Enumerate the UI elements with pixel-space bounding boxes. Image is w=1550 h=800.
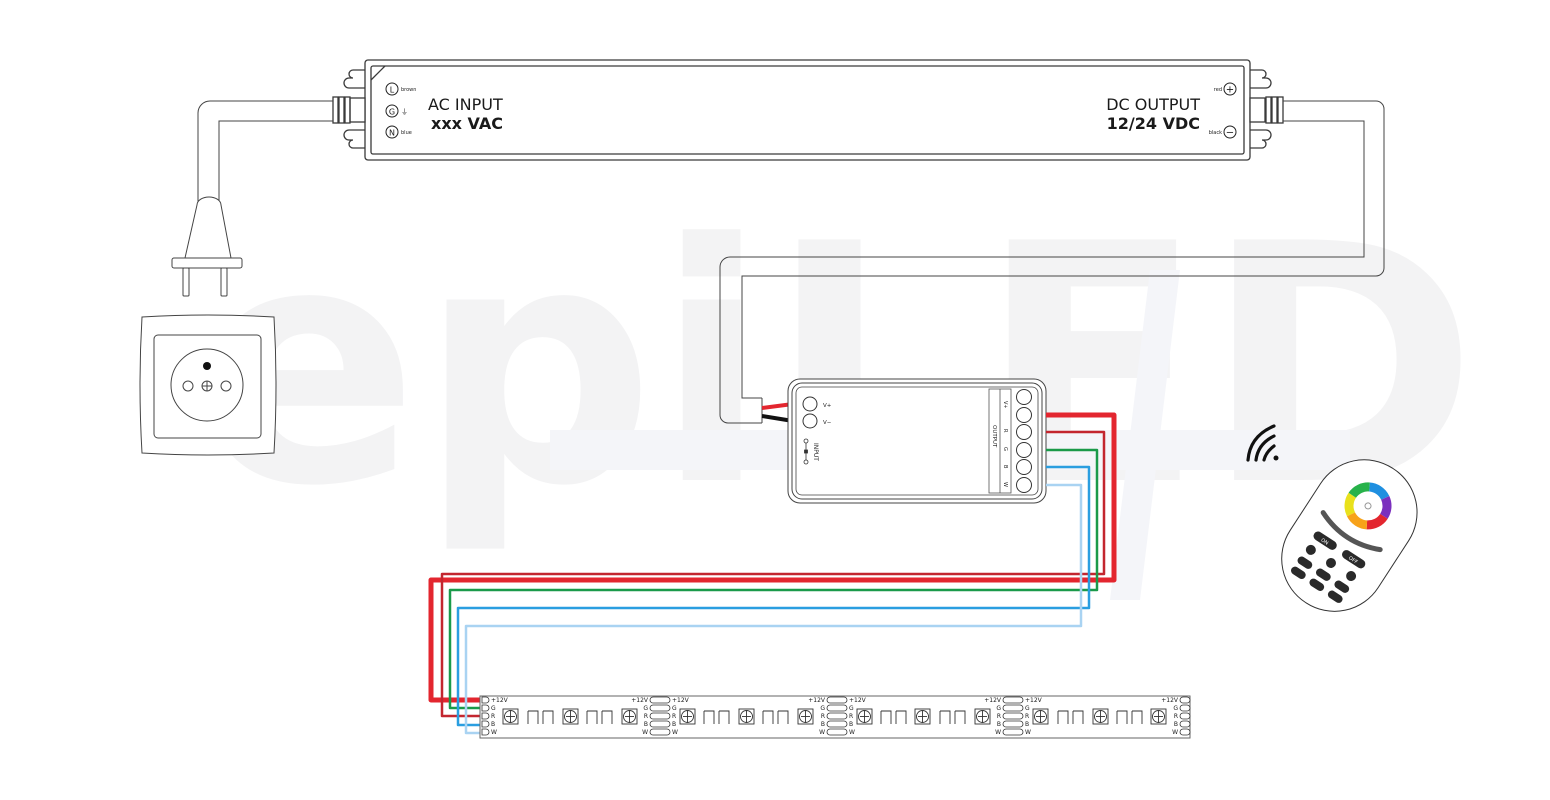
input-pin-vplus: V+ bbox=[823, 403, 832, 409]
svg-text:+12V: +12V bbox=[491, 697, 509, 704]
svg-text:+12V: +12V bbox=[1161, 697, 1179, 704]
svg-text:W: W bbox=[1172, 729, 1178, 736]
svg-text:red: red bbox=[1214, 87, 1222, 93]
terminal-ground: G ⏚ bbox=[385, 104, 408, 118]
svg-text:W: W bbox=[672, 729, 678, 736]
wire-white bbox=[464, 483, 1083, 735]
dc-output-title: DC OUTPUT bbox=[1106, 95, 1200, 114]
svg-text:R: R bbox=[1174, 713, 1178, 720]
rgbw-controller: V+ V− INPUT OUTPUT V+ R G B W bbox=[787, 378, 1047, 504]
wireless-signal-icon bbox=[1246, 424, 1279, 462]
plug bbox=[171, 196, 243, 297]
svg-text:black: black bbox=[1209, 130, 1222, 136]
svg-text:W: W bbox=[1002, 482, 1008, 487]
on-button[interactable] bbox=[1312, 530, 1339, 552]
svg-text:R: R bbox=[644, 713, 648, 720]
svg-text:brown: brown bbox=[401, 87, 416, 93]
input-label: INPUT bbox=[812, 443, 819, 461]
terminal-positive: red + bbox=[1214, 82, 1237, 96]
svg-text:+12V: +12V bbox=[631, 697, 649, 704]
svg-text:L: L bbox=[390, 86, 395, 95]
input-pin-vminus: V− bbox=[823, 420, 832, 426]
svg-text:B: B bbox=[997, 721, 1001, 728]
svg-text:R: R bbox=[1025, 713, 1029, 720]
svg-text:ON: ON bbox=[1319, 537, 1329, 546]
svg-text:+12V: +12V bbox=[672, 697, 690, 704]
svg-text:G: G bbox=[1002, 447, 1008, 451]
svg-text:G: G bbox=[849, 705, 854, 712]
svg-text:B: B bbox=[1025, 721, 1029, 728]
svg-text:G: G bbox=[996, 705, 1001, 712]
ac-input-title: AC INPUT bbox=[428, 95, 503, 114]
terminal-neutral: N blue bbox=[385, 125, 412, 139]
rf-remote: ON OFF bbox=[1281, 459, 1418, 612]
polarity-icon bbox=[803, 438, 809, 465]
svg-text:V+: V+ bbox=[1002, 401, 1008, 409]
svg-text:B: B bbox=[672, 721, 676, 728]
svg-text:N: N bbox=[389, 129, 395, 138]
ac-cable bbox=[197, 100, 333, 205]
plus-icon: + bbox=[1226, 85, 1234, 96]
svg-text:W: W bbox=[642, 729, 648, 736]
svg-text:G: G bbox=[1025, 705, 1030, 712]
wire-12v bbox=[428, 412, 1117, 703]
svg-text:W: W bbox=[849, 729, 855, 736]
color-wheel-icon bbox=[1344, 482, 1392, 530]
svg-text:G: G bbox=[820, 705, 825, 712]
ground-icon: ⏚ bbox=[401, 108, 408, 116]
svg-text:R: R bbox=[821, 713, 825, 720]
wall-socket bbox=[139, 314, 277, 456]
cut-point: +12V G R B W +12V G R B W bbox=[984, 696, 1043, 736]
svg-text:R: R bbox=[672, 713, 676, 720]
output-label: OUTPUT bbox=[991, 425, 997, 448]
terminal-negative: black − bbox=[1209, 125, 1237, 139]
cut-point: +12V G R B W +12V G R B W bbox=[808, 696, 867, 736]
svg-text:W: W bbox=[1025, 729, 1031, 736]
svg-text:R: R bbox=[1002, 429, 1008, 433]
svg-text:G: G bbox=[389, 108, 395, 117]
svg-text:G: G bbox=[672, 705, 677, 712]
cut-point: +12V G R B W +12V G R B W bbox=[631, 696, 690, 736]
svg-text:B: B bbox=[1174, 721, 1178, 728]
svg-text:G: G bbox=[491, 705, 496, 712]
power-supply bbox=[332, 59, 1284, 161]
dc-output-terminals: red + black − bbox=[1209, 82, 1237, 139]
svg-text:B: B bbox=[491, 721, 495, 728]
wire-blue bbox=[456, 465, 1091, 727]
svg-text:B: B bbox=[849, 721, 853, 728]
dc-cable bbox=[719, 100, 1385, 424]
ac-input-terminals: L brown G ⏚ N blue bbox=[385, 82, 416, 139]
svg-text:W: W bbox=[491, 729, 497, 736]
svg-text:G: G bbox=[643, 705, 648, 712]
off-button[interactable] bbox=[1340, 548, 1367, 570]
svg-text:G: G bbox=[1173, 705, 1178, 712]
svg-text:blue: blue bbox=[401, 130, 412, 136]
resistors bbox=[527, 710, 1143, 724]
svg-text:OFF: OFF bbox=[1347, 555, 1358, 565]
svg-text:R: R bbox=[849, 713, 853, 720]
svg-text:+12V: +12V bbox=[849, 697, 867, 704]
minus-icon: − bbox=[1226, 128, 1234, 139]
ac-input-voltage: xxx VAC bbox=[431, 114, 503, 133]
svg-text:+12V: +12V bbox=[984, 697, 1002, 704]
dc-output-voltage: 12/24 VDC bbox=[1107, 114, 1200, 133]
led-chips bbox=[502, 708, 1167, 725]
terminal-live: L brown bbox=[385, 82, 416, 96]
svg-text:B: B bbox=[821, 721, 825, 728]
svg-text:W: W bbox=[995, 729, 1001, 736]
svg-text:B: B bbox=[1002, 465, 1008, 469]
svg-text:+12V: +12V bbox=[808, 697, 826, 704]
svg-text:+12V: +12V bbox=[1025, 697, 1043, 704]
svg-text:W: W bbox=[819, 729, 825, 736]
cut-point-end: +12V G R B W bbox=[1161, 696, 1191, 736]
svg-text:B: B bbox=[644, 721, 648, 728]
remote-buttons bbox=[1291, 530, 1367, 603]
svg-text:R: R bbox=[491, 713, 495, 720]
svg-text:R: R bbox=[997, 713, 1001, 720]
led-strip: +12V G R B W +12V G R B W +12V G R B bbox=[479, 695, 1191, 739]
wire-green bbox=[448, 448, 1099, 710]
output-wires bbox=[428, 412, 1117, 735]
wire-red bbox=[440, 430, 1106, 718]
